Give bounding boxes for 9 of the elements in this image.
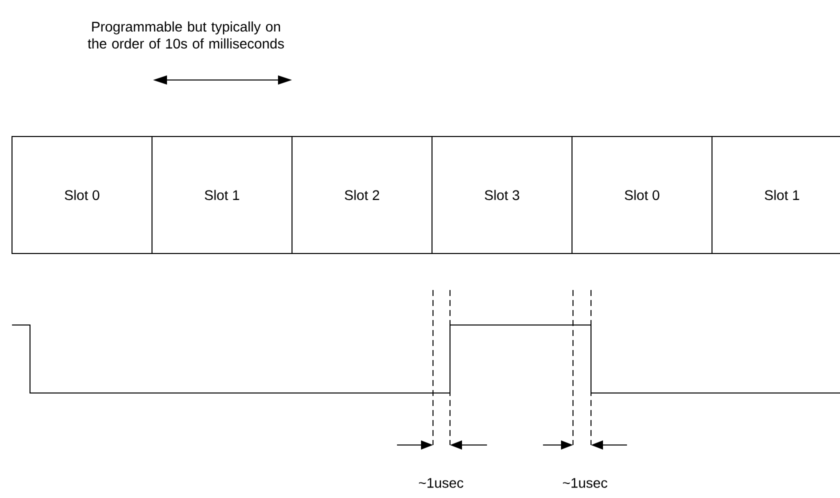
note-text: Programmable but typically on the order of 10s of milliseconds: [88, 21, 284, 49]
note-text: ~1usec: [562, 478, 608, 488]
slot-box: Slot 1: [712, 136, 840, 254]
note-text: ~1usec: [418, 478, 464, 488]
slot-box: Slot 1: [152, 136, 292, 254]
slot-box: Slot 0: [572, 136, 712, 254]
slot-box: Slot 2: [292, 136, 432, 254]
slot-box: Slot 3: [432, 136, 572, 254]
slot-box: Slot 0: [12, 136, 152, 254]
